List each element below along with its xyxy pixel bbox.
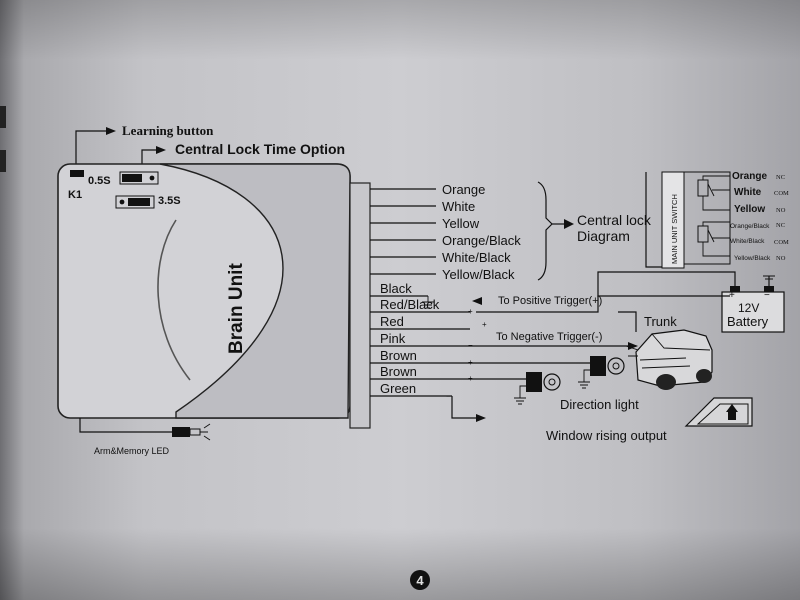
lower-wires: Black Red/Black Red Pink Brown Brown Gre… [370, 281, 730, 422]
direction-light-bulb [514, 372, 561, 405]
arm-memory-led: Arm&Memory LED [79, 418, 211, 456]
battery-plus: + [729, 290, 735, 301]
wire-label: Yellow [442, 216, 480, 231]
relay1-wire: Orange [732, 171, 767, 182]
central-lock-label-2: Diagram [577, 228, 630, 244]
relay-2 [697, 221, 730, 257]
k1-label: K1 [68, 189, 82, 201]
brain-unit-title: Brain Unit [226, 263, 247, 354]
lower-wire-label: Brown [380, 364, 417, 379]
learning-button-label: Learning button [122, 123, 214, 138]
lower-wire-label: Brown [380, 348, 417, 363]
page-number: 4 [416, 573, 424, 588]
battery-minus: − [764, 290, 770, 301]
battery-label: Battery [727, 314, 769, 329]
svg-text:+: + [468, 307, 473, 316]
svg-text:+: + [482, 320, 487, 329]
led-label: Arm&Memory LED [94, 446, 170, 456]
relay2-pin: COM [774, 239, 789, 246]
wire-label: Yellow/Black [442, 267, 515, 282]
window-rising-label: Window rising output [546, 428, 667, 443]
relay2-wire: White/Black [730, 238, 765, 245]
relay1-wire: Yellow [734, 204, 765, 215]
learning-button-annotation: Learning button [75, 123, 214, 164]
jumper-3-5s [115, 195, 155, 209]
wire-label: White [442, 199, 475, 214]
central-lock-time-option-label: Central Lock Time Option [175, 141, 345, 157]
car-trunk: Trunk [625, 314, 713, 390]
relay-1 [697, 175, 730, 211]
learning-button [70, 170, 84, 177]
svg-text:−: − [446, 392, 451, 401]
relay1-pin: COM [774, 190, 789, 197]
main-unit-switch-label: MAIN UNIT SWITCH [670, 194, 679, 264]
relay2-wire: Yellow/Black [734, 255, 771, 262]
relay1-pin: NO [776, 207, 786, 214]
wire-label: White/Black [442, 250, 511, 265]
jumper-0-5s [119, 171, 159, 185]
battery: + − 12V Battery [597, 271, 785, 333]
relay1-wire: White [734, 187, 762, 198]
direction-lights: Direction light [514, 356, 639, 412]
wire-label: Orange/Black [442, 233, 521, 248]
direction-light-label: Direction light [560, 397, 639, 412]
lower-wire-label: Red/Black [380, 297, 440, 312]
relay2-pin: NO [776, 255, 786, 262]
battery-voltage: 12V [738, 301, 759, 315]
wire-label: Orange [442, 182, 485, 197]
lower-wire-label: Green [380, 381, 416, 396]
lower-wire-label: Pink [380, 331, 406, 346]
relay2-pin: NC [776, 222, 785, 229]
main-unit-switch: MAIN UNIT SWITCH Orange NC White COM Yel… [645, 171, 789, 269]
central-lock-label-1: Central lock [577, 212, 652, 228]
page-edge-mark [0, 150, 6, 172]
wire-connector [349, 182, 371, 429]
trunk-label: Trunk [644, 314, 677, 329]
window-rising-output: Window rising output [546, 397, 753, 443]
page-number-badge: 4 [410, 570, 430, 590]
lower-wire-label: Black [380, 281, 412, 296]
brain-unit: 0.5S K1 3.5S Brain Unit [57, 163, 351, 419]
lower-wire-label: Red [380, 314, 404, 329]
central-lock-wires: Orange White Yellow Orange/Black White/B… [370, 181, 652, 282]
relay1-pin: NC [776, 174, 785, 181]
time-option-annotation: Central Lock Time Option [141, 141, 345, 166]
option-short-label: 0.5S [88, 175, 111, 187]
direction-light-bulb [578, 356, 625, 389]
positive-trigger-label: To Positive Trigger(+) [498, 295, 602, 307]
relay2-wire: Orange/Black [730, 223, 770, 230]
negative-trigger-label: To Negative Trigger(-) [496, 331, 602, 343]
page-edge-mark [0, 106, 6, 128]
option-long-label: 3.5S [158, 195, 181, 207]
